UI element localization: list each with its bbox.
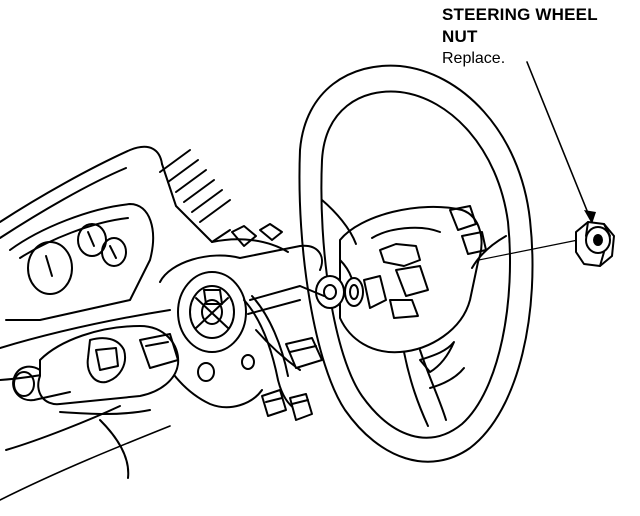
connector-3 [285, 337, 323, 369]
connector-2 [289, 393, 313, 421]
gauge-center [77, 223, 107, 257]
combination-switch [12, 325, 180, 479]
leader-arrowhead [584, 210, 596, 224]
leader-line [526, 61, 591, 219]
gauge-right [101, 237, 127, 267]
wheel-spoke-left [321, 199, 357, 245]
nut-callout: STEERING WHEEL NUT Replace. [442, 4, 598, 70]
wheel-rim-inner [320, 90, 511, 439]
wheel-hub [339, 205, 483, 354]
steering-wheel-nut [575, 221, 615, 267]
combination-switch-lever [12, 365, 71, 402]
wheel-rim-outer [298, 64, 534, 463]
steering-column [149, 244, 325, 421]
callout-name-line2: NUT [442, 27, 478, 46]
wheel-center-boss [315, 275, 345, 309]
callout-name-line1: STEERING WHEEL [442, 5, 598, 24]
connector-1 [261, 389, 287, 417]
steering-wheel [298, 64, 534, 463]
dashboard [0, 145, 289, 451]
callout-note: Replace. [442, 50, 506, 67]
gauge-left [27, 241, 73, 295]
lower-panel-outline [0, 425, 171, 501]
